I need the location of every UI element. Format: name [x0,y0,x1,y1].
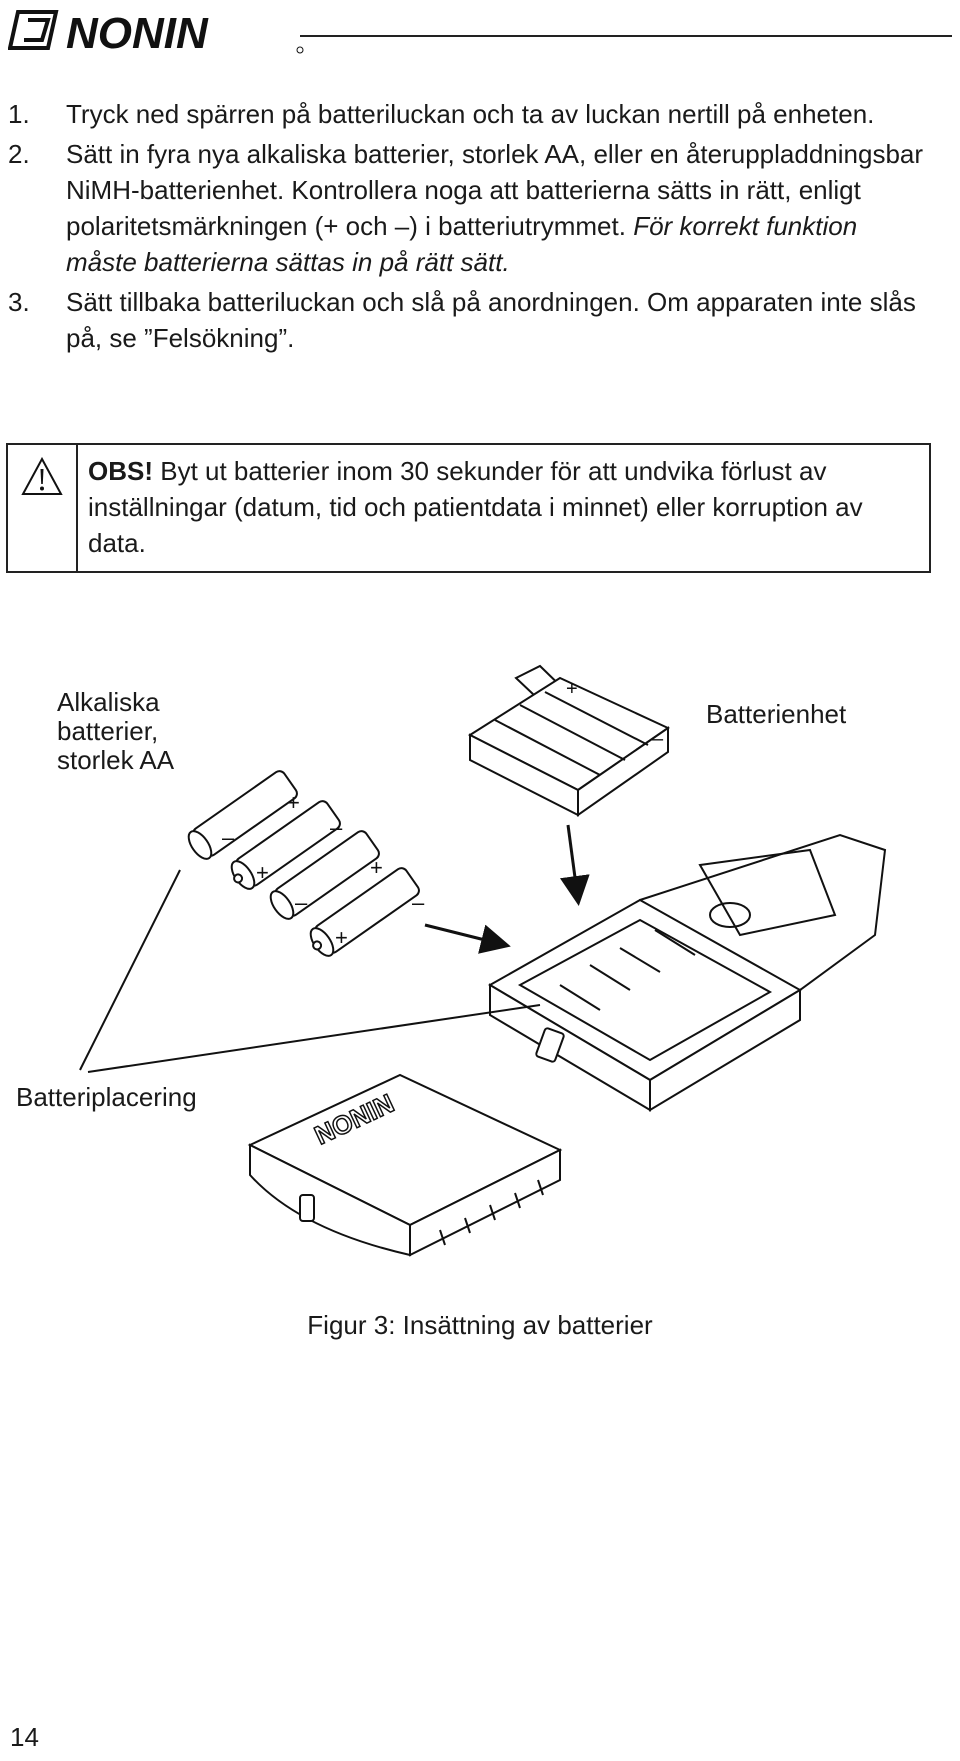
pack-minus-sign: – [652,728,664,750]
aa-battery [269,830,380,920]
battery-cover-drawing: NONIN [247,1073,563,1257]
battery-minus-sign: – [295,890,308,915]
battery-plus-sign: + [370,855,383,880]
step-text: Sätt tillbaka batteriluckan och slå på a… [66,287,916,353]
battery-minus-sign: – [222,825,235,850]
figure-caption: Figur 3: Insättning av batterier [307,1310,653,1340]
battery-installation-illustration: + – + – – + + – – + [79,664,887,1257]
note-body: Byt ut batterier inom 30 sekunder för at… [88,456,863,558]
label-battery-placement: Batteriplacering [16,1082,197,1112]
note-icon-cell [8,445,78,571]
aa-battery [187,770,298,860]
battery-plus-sign: + [256,860,269,885]
battery-minus-sign: – [330,815,343,840]
battery-minus-sign: – [412,890,425,915]
callout-leader-lines [79,869,541,1073]
device-drawing [488,833,887,1112]
insertion-arrows [424,824,590,954]
logo-wordmark: NONIN [66,9,209,54]
label-aa-batteries: Alkaliska batterier, storlek AA [57,687,175,775]
step-text: Tryck ned spärren på batteriluckan och t… [66,99,875,129]
battery-pack-drawing: + – [467,664,671,817]
aa-batteries-drawing: + – – + + – – + [187,770,425,957]
label-battery-pack: Batterienhet [706,699,847,729]
battery-plus-sign: + [287,790,300,815]
list-item: 3. Sätt tillbaka batteriluckan och slå p… [8,284,928,356]
step-number: 3. [8,287,30,317]
step-number: 2. [8,139,30,169]
instruction-list: 1. Tryck ned spärren på batteriluckan oc… [8,96,928,360]
battery-plus-sign: + [335,925,348,950]
warning-note: OBS! Byt ut batterier inom 30 sekunder f… [6,443,931,573]
pack-plus-sign: + [566,678,578,700]
aa-battery [309,867,420,957]
aa-battery [230,800,341,890]
nonin-logo: NONIN [8,9,304,54]
page-header: NONIN [0,0,960,60]
list-item: 2. Sätt in fyra nya alkaliska batterier,… [8,136,928,280]
header-rule [300,35,952,37]
list-item: 1. Tryck ned spärren på batteriluckan oc… [8,96,928,132]
step-emphasis: För korrekt funktion måste batterierna s… [66,211,858,277]
warning-triangle-icon [21,457,63,495]
note-text: OBS! Byt ut batterier inom 30 sekunder f… [88,453,918,561]
step-number: 1. [8,99,30,129]
note-label: OBS! [88,456,153,486]
page-number: 14 [10,1722,39,1752]
step-text: Sätt in fyra nya alkaliska batterier, st… [66,139,924,241]
